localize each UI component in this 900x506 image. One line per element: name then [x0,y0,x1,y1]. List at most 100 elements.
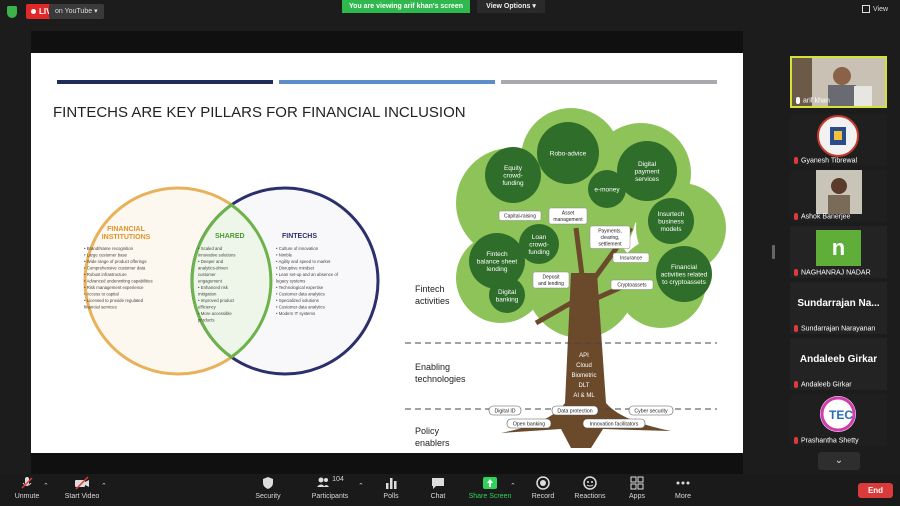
venn-shared-item: analytics-driven [198,266,228,271]
activity-circle-label: funding [502,180,524,187]
presentation-slide: FINTECHS ARE KEY PILLARS FOR FINANCIAL I… [31,53,743,453]
chevron-down-icon: ⌄ [834,455,844,466]
participants-count: 104 [332,476,344,483]
activity-tag-label: management [553,217,583,223]
activity-tag: Insurance [612,252,650,263]
video-feed [792,58,885,106]
participant-name-text: Sundarrajan Narayanan [801,325,876,332]
scroll-down-button[interactable]: ⌄ [818,452,860,470]
policy-tag-label: Digital ID [494,408,515,414]
more-button[interactable]: More [673,476,693,506]
venn-left-title-1: FINANCIAL [107,226,145,233]
reactions-label: Reactions [574,493,606,500]
venn-left-item: • Advanced underwriting capabilities [84,279,153,284]
view-button[interactable]: View [862,4,888,16]
slide-title: FINTECHS ARE KEY PILLARS FOR FINANCIAL I… [53,104,466,121]
venn-shared-item: innovative solutions [198,253,236,258]
activity-circle-label: Fintech [486,251,508,258]
reactions-button[interactable]: Reactions [574,476,606,506]
technology-label: AI & ML [573,393,595,399]
participant-name: Ashok Banerjee [794,212,850,220]
venn-shared-item: • Scaled and [198,246,223,251]
activity-circle-label: funding [528,249,550,256]
view-label: View [873,6,889,13]
mic-muted-icon [21,477,33,489]
end-meeting-button[interactable]: End [858,483,893,498]
activity-tag-label: Capital-raising [504,214,536,220]
chevron-up-icon[interactable]: ⌃ [358,483,364,490]
more-icon [676,481,690,485]
technology-label: API [579,353,589,359]
activity-circle: Robo-advice [537,122,599,184]
activity-circle-label: Digital [498,289,517,296]
venn-shared-item: mitigation [198,292,217,297]
polls-button[interactable]: Polls [380,476,402,506]
start-video-button[interactable]: Start Video [61,476,103,506]
tree-trunk [501,273,671,448]
activity-circle-label: Equity [504,165,523,172]
slide-canvas: FINTECHS ARE KEY PILLARS FOR FINANCIAL I… [53,80,726,448]
participant-tile[interactable]: Ashok Banerjee [790,170,887,222]
technology-label: DLT [579,383,590,389]
unmute-button[interactable]: Unmute [12,476,42,506]
view-options-label: View Options [486,3,531,10]
share-screen-label: Share Screen [468,493,512,500]
participant-tile[interactable]: TEC Prashantha Shetty [790,394,887,446]
record-label: Record [531,493,555,500]
youtube-dropdown[interactable]: on YouTube ▾ [49,4,104,19]
apps-icon [630,476,644,490]
chat-label: Chat [430,493,446,500]
venn-shared-list: • Scaled and innovative solutions• Deepe… [198,246,236,323]
chat-button[interactable]: Chat [427,476,449,506]
participants-icon-wrap: 104 [308,476,352,490]
live-dot-icon [31,9,36,15]
venn-right-item: • Disruptive mindset [276,266,315,271]
chevron-up-icon[interactable]: ⌃ [101,483,107,490]
view-options-button[interactable]: View Options ▾ [477,0,545,13]
mic-icon [796,96,800,104]
participant-avatar [790,170,887,222]
venn-right-title: FINTECHS [282,233,317,240]
start-video-label: Start Video [64,493,100,500]
share-screen-button[interactable]: Share Screen [468,476,512,506]
participant-tile[interactable]: n NAGHANRAJ NADAR [790,226,887,278]
meeting-toolbar: Unmute ⌃ Start Video ⌃ Security 104 Part… [0,474,900,506]
venn-left-item: • Robust infrastructure [84,272,127,277]
chevron-up-icon[interactable]: ⌃ [510,483,516,490]
activity-tag-label: Insurance [620,256,642,262]
policy-tag: Data protection [551,405,599,416]
shared-screen: FINTECHS ARE KEY PILLARS FOR FINANCIAL I… [31,31,743,474]
activity-circle-label: Loan [532,234,547,241]
security-button[interactable]: Security [252,476,284,506]
chevron-up-icon[interactable]: ⌃ [43,483,49,490]
shield-icon[interactable] [7,6,17,18]
venn-right-item: • Specialized solutions [276,298,319,303]
participant-name: NAGHANRAJ NADAR [794,268,871,276]
participant-tile[interactable]: Gyanesh Tibrewal [790,114,887,166]
grid-icon [862,5,870,14]
participant-name-text: Andaleeb Girkar [801,381,852,388]
apps-button[interactable]: Apps [627,476,647,506]
policy-tag: Open banking [506,418,552,429]
tree-branches [534,226,634,326]
activity-tag-label: Payments, [598,229,622,235]
participant-tile[interactable]: Sundarrajan Na... Sundarrajan Narayanan [790,282,887,334]
resize-handle[interactable] [772,245,775,259]
share-screen-icon [483,477,497,489]
participants-button[interactable]: 104 Participants [308,476,352,506]
activity-tag-label: settlement [598,242,622,248]
record-button[interactable]: Record [530,476,556,506]
polls-label: Polls [383,493,399,500]
participant-tile[interactable]: Andaleeb Girkar Andaleeb Girkar [790,338,887,390]
activity-circle-label: services [635,176,660,183]
participant-tile[interactable]: arif khan [790,56,887,108]
venn-left-title-2: INSTITUTIONS [102,234,151,241]
venn-left-item: • Brand/Name recognition [84,246,134,251]
activity-tag: Cryptoassets [610,279,654,290]
